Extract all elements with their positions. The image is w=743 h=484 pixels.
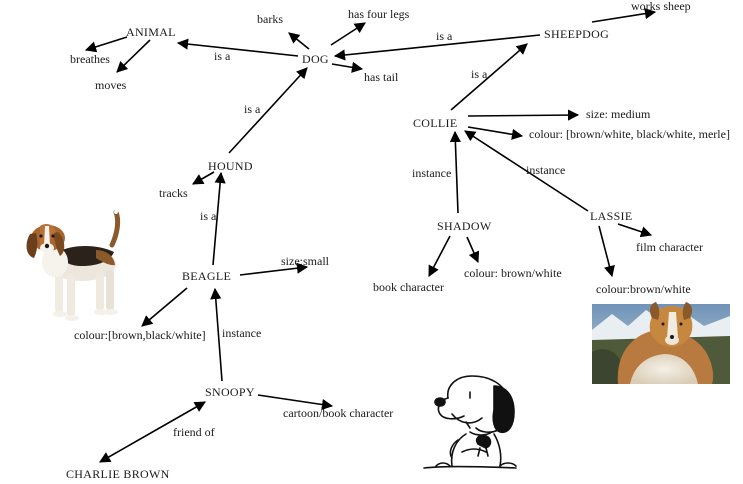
property-collie-colour: colour: [brown/white, black/white, merle… xyxy=(529,127,730,141)
node-charlie-brown: CHARLIE BROWN xyxy=(66,467,170,481)
edge-dog-has-tail xyxy=(331,61,364,73)
edge-dog-animal xyxy=(176,38,299,57)
relation-sheepdog-is-a-dog: is a xyxy=(436,29,453,43)
node-dog: DOG xyxy=(302,52,329,66)
property-has-four-legs: has four legs xyxy=(348,7,410,21)
node-beagle: BEAGLE xyxy=(182,269,231,283)
property-beagle-colour: colour:[brown,black/white] xyxy=(74,328,206,342)
node-snoopy: SNOOPY xyxy=(205,385,255,399)
edge-hound-dog xyxy=(228,67,308,154)
edges xyxy=(84,8,657,463)
relation-snoopy-instance-beagle: instance xyxy=(222,326,261,340)
edge-lassie-film-character xyxy=(617,223,653,238)
relation-dog-is-a-animal: is a xyxy=(214,49,231,63)
relation-shadow-instance-collie: instance xyxy=(412,166,451,180)
property-tracks: tracks xyxy=(159,186,188,200)
relation-labels: is a is a is a is a is a instance instan… xyxy=(173,29,565,439)
edge-shadow-colour xyxy=(466,236,480,264)
edge-beagle-size xyxy=(239,262,309,276)
edge-collie-colour xyxy=(467,126,524,140)
edge-sheepdog-dog xyxy=(333,34,541,61)
property-moves: moves xyxy=(95,78,127,92)
property-has-tail: has tail xyxy=(364,70,399,84)
relation-charlie-friend-of-snoopy: friend of xyxy=(173,425,215,439)
relation-beagle-is-a-hound: is a xyxy=(200,209,217,223)
node-sheepdog: SHEEPDOG xyxy=(544,27,609,41)
edge-animal-moves xyxy=(116,39,151,73)
edge-dog-barks xyxy=(288,32,310,50)
node-hound: HOUND xyxy=(208,159,253,173)
node-labels: ANIMAL DOG SHEEPDOG HOUND COLLIE BEAGLE … xyxy=(66,25,632,481)
property-works-sheep: works sheep xyxy=(631,0,691,13)
edge-beagle-colour xyxy=(141,287,188,327)
property-film-character: film character xyxy=(636,240,703,254)
edge-hound-tracks xyxy=(192,171,215,185)
property-lassie-colour: colour:brown/white xyxy=(596,282,691,296)
edge-collie-size xyxy=(467,109,580,121)
edge-lassie-collie xyxy=(464,130,589,212)
property-size-small: size:small xyxy=(281,254,330,268)
property-shadow-colour: colour: brown/white xyxy=(464,266,562,280)
node-animal: ANIMAL xyxy=(126,25,176,39)
property-labels: breathes moves barks has four legs has t… xyxy=(70,0,730,420)
collie-photo xyxy=(592,302,730,384)
node-shadow: SHADOW xyxy=(437,219,492,233)
relation-lassie-instance-collie: instance xyxy=(526,163,565,177)
edge-collie-sheepdog xyxy=(450,43,528,111)
edge-snoopy-beagle xyxy=(210,287,223,382)
property-cartoon-book-character: cartoon/book character xyxy=(283,406,393,420)
node-lassie: LASSIE xyxy=(590,209,632,223)
beagle-photo xyxy=(26,203,121,321)
edge-sheepdog-works-sheep xyxy=(591,8,657,23)
edge-animal-breathes xyxy=(84,36,128,53)
property-size-medium: size: medium xyxy=(586,107,651,121)
edge-shadow-book-character xyxy=(428,235,451,277)
edge-shadow-collie xyxy=(449,130,461,214)
property-book-character: book character xyxy=(373,280,444,294)
relation-hound-is-a-dog: is a xyxy=(244,102,261,116)
property-barks: barks xyxy=(257,12,283,26)
snoopy-drawing xyxy=(423,375,517,469)
edge-beagle-hound xyxy=(212,171,226,266)
node-collie: COLLIE xyxy=(413,116,457,130)
property-breathes: breathes xyxy=(70,52,110,66)
relation-collie-is-a-sheepdog: is a xyxy=(471,67,488,81)
edge-snoopy-cartoon xyxy=(257,394,334,411)
edge-lassie-colour xyxy=(598,225,615,278)
edge-dog-has-four-legs xyxy=(330,22,366,46)
edge-charlie-snoopy xyxy=(99,401,206,463)
